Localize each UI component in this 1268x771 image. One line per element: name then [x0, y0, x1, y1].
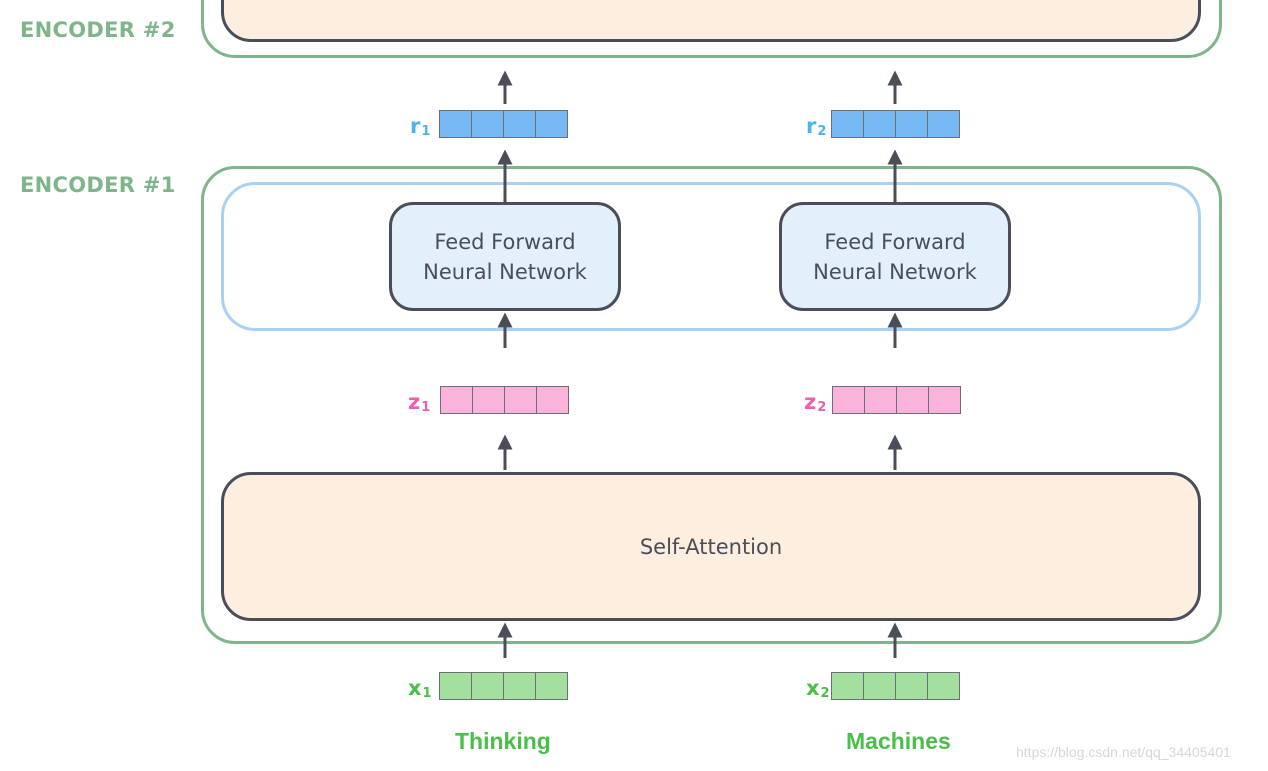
z1-vector	[440, 386, 569, 414]
x1-cell	[503, 672, 536, 700]
feed-forward-layer	[221, 182, 1201, 331]
input-word-machines: Machines	[846, 728, 951, 754]
ffn-2-line-2: Neural Network	[813, 259, 977, 284]
x2-vector	[831, 672, 960, 700]
r2-sub: 2	[817, 124, 827, 139]
z2-label: z2	[804, 390, 826, 415]
r1-cell	[471, 110, 504, 138]
x2-letter: x	[806, 676, 820, 700]
z2-cell	[832, 386, 865, 414]
x1-sub: 1	[422, 686, 432, 701]
r1-letter: r	[410, 114, 421, 138]
z2-cell	[864, 386, 897, 414]
x1-vector	[439, 672, 568, 700]
self-attention-label: Self-Attention	[639, 534, 783, 559]
ffn-2-line-1: Feed Forward	[824, 229, 966, 254]
self-attention-box: Self-Attention	[221, 472, 1201, 621]
x2-cell	[863, 672, 896, 700]
r1-sub: 1	[421, 124, 431, 139]
z2-letter: z	[804, 390, 817, 414]
encoder-1-label: ENCODER #1	[20, 173, 176, 197]
encoder-1-box	[201, 166, 1222, 644]
z1-cell	[536, 386, 569, 414]
z1-sub: 1	[421, 400, 431, 415]
x2-sub: 2	[820, 686, 830, 701]
encoder-2-box	[201, 0, 1222, 58]
r2-letter: r	[806, 114, 817, 138]
r1-label: r1	[410, 114, 430, 139]
encoder-2-label: ENCODER #2	[20, 18, 176, 42]
r2-label: r2	[806, 114, 826, 139]
z1-label: z1	[408, 390, 430, 415]
x2-cell	[927, 672, 960, 700]
input-word-thinking: Thinking	[455, 728, 551, 754]
ffn-box-1: Feed Forward Neural Network	[389, 202, 621, 311]
ffn-1-line-2: Neural Network	[423, 259, 587, 284]
ffn-box-2: Feed Forward Neural Network	[779, 202, 1011, 311]
watermark: https://blog.csdn.net/qq_34405401	[1016, 744, 1231, 760]
x2-cell	[895, 672, 928, 700]
r1-cell	[535, 110, 568, 138]
z2-cell	[896, 386, 929, 414]
z2-cell	[928, 386, 961, 414]
x1-letter: x	[408, 676, 422, 700]
x1-label: x1	[408, 676, 432, 701]
z1-letter: z	[408, 390, 421, 414]
r2-vector	[831, 110, 960, 138]
ffn-1-line-1: Feed Forward	[434, 229, 576, 254]
z2-vector	[832, 386, 961, 414]
z2-sub: 2	[817, 400, 827, 415]
x1-cell	[535, 672, 568, 700]
r1-vector	[439, 110, 568, 138]
x1-cell	[439, 672, 472, 700]
z1-cell	[440, 386, 473, 414]
x2-label: x2	[806, 676, 830, 701]
r2-cell	[927, 110, 960, 138]
x1-cell	[471, 672, 504, 700]
r1-cell	[503, 110, 536, 138]
encoder-2-self-attention-box	[221, 0, 1201, 42]
